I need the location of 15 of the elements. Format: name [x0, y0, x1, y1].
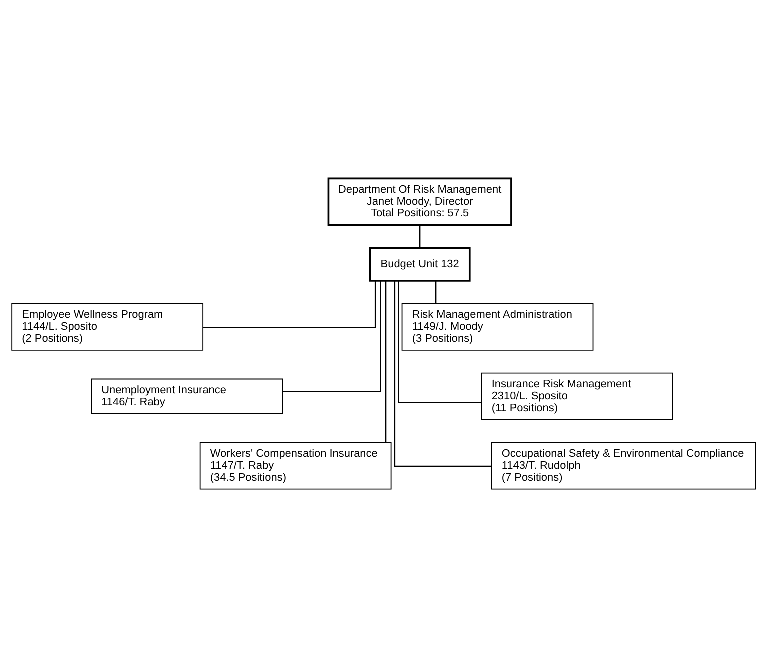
connector [394, 280, 492, 467]
node-box: Insurance Risk Management 2310/L. Sposito (11 Positions) [481, 372, 674, 420]
node-box: Risk Management Administration 1149/J. Moody (3 Positions) [402, 302, 594, 350]
connector [398, 280, 482, 403]
node-box: Occupational Safety & Environmental Compliance 1143/T. Rudolph (7 Positions) [491, 442, 756, 490]
connector [420, 224, 421, 248]
node-box: Unemployment Insurance 1146/T. Raby [91, 378, 284, 414]
connector [385, 280, 387, 442]
node-box: Employee Wellness Program 1144/L. Sposito (2 Positions) [12, 302, 204, 350]
connector [203, 280, 376, 328]
connector [435, 280, 437, 304]
node-box: Department Of Risk Management Janet Moody, Director Total Positions: 57.5 [328, 177, 512, 226]
node-box: Budget Unit 132 [369, 246, 471, 282]
node-box: Workers' Compensation Insurance 1147/T. Raby (34.5 Positions) [200, 442, 392, 490]
connector [282, 280, 382, 392]
